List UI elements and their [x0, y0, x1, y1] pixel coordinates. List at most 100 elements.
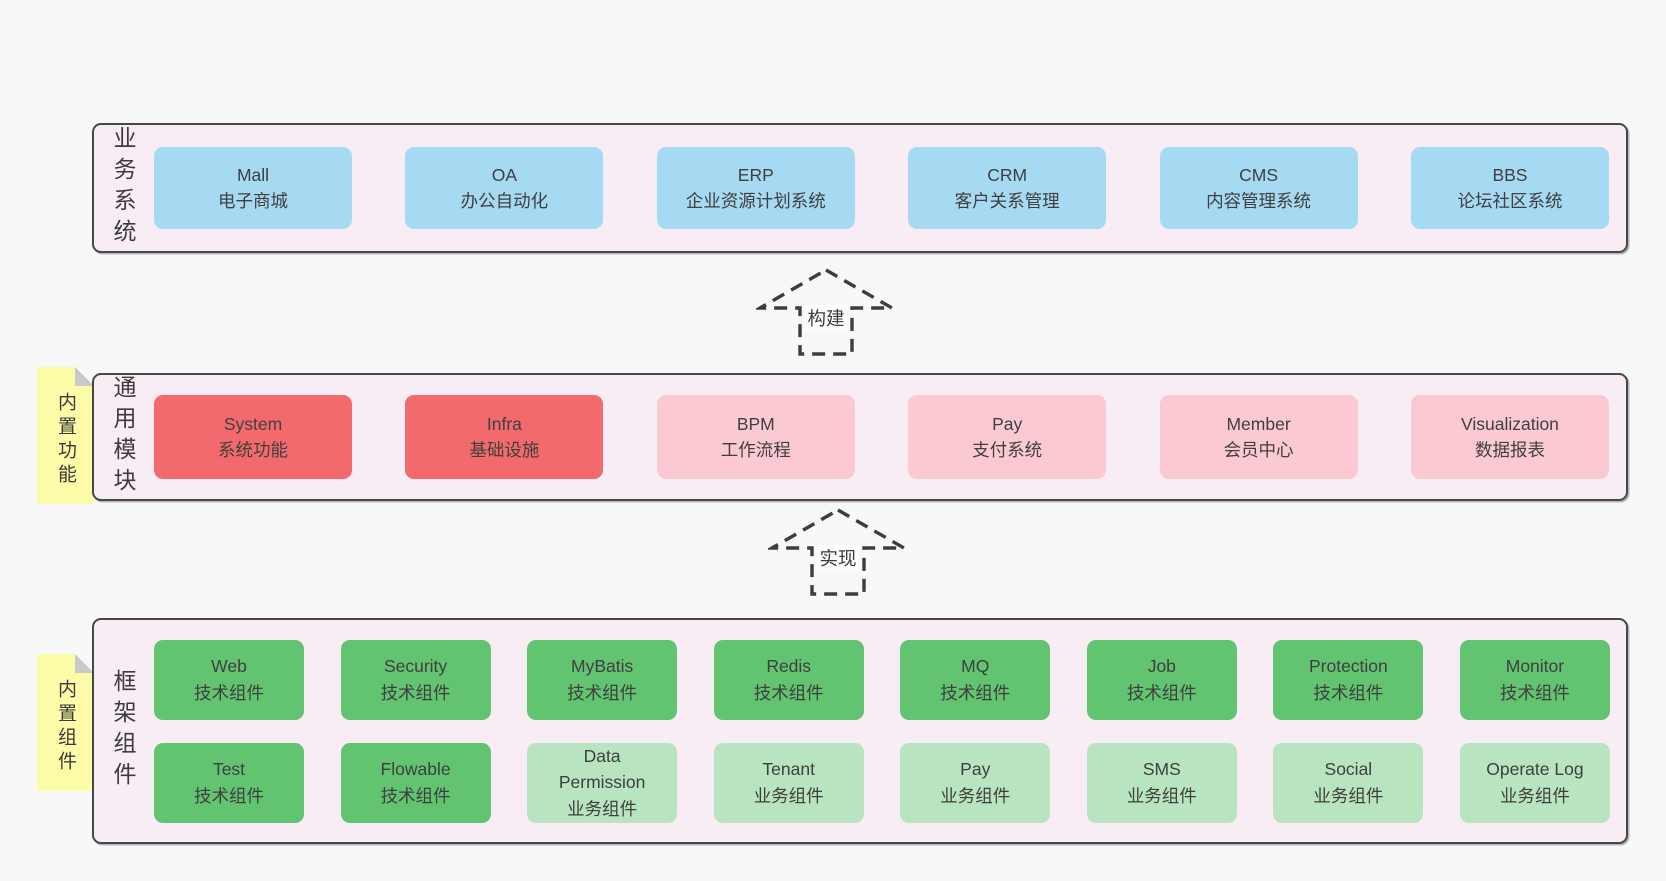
box-security: Security 技术组件	[340, 639, 491, 720]
box-infra: Infra 基础设施	[405, 395, 604, 479]
section-common-modules: 通用模块 System 系统功能 Infra 基础设施 BPM 工作流程 Pay…	[92, 373, 1628, 501]
box-mq: MQ 技术组件	[900, 639, 1051, 720]
section-framework-components: 框架组件 Web 技术组件 Security 技术组件 MyBatis 技术组件…	[92, 618, 1628, 844]
box-crm-name: CRM	[987, 164, 1028, 185]
box-oa-name: OA	[491, 164, 518, 185]
box-data-permission: Data Permission 业务组件	[527, 742, 678, 823]
box-bpm-name: BPM	[736, 413, 775, 434]
box-pay-name: Pay	[992, 413, 1023, 434]
box-protection-desc: 技术组件	[1313, 682, 1384, 703]
box-bpm-desc: 工作流程	[720, 440, 791, 460]
box-web-desc: 技术组件	[194, 682, 264, 703]
box-data-permission-desc: 业务组件	[567, 798, 638, 819]
box-social: Social 业务组件	[1273, 742, 1424, 823]
box-bpm: BPM 工作流程	[656, 395, 855, 479]
box-infra-desc: 基础设施	[469, 440, 540, 460]
box-member-name: Member	[1226, 413, 1291, 434]
business-boxes-row: Mall 电子商城 OA 办公自动化 ERP 企业资源计划系统 CRM 客户关系…	[152, 125, 1626, 251]
box-pay-biz-desc: 业务组件	[940, 785, 1011, 806]
box-bbs-name: BBS	[1492, 164, 1528, 185]
box-flowable-name: Flowable	[380, 759, 451, 780]
framework-boxes-grid: Web 技术组件 Security 技术组件 MyBatis 技术组件 Redi…	[152, 620, 1626, 842]
box-redis: Redis 技术组件	[713, 639, 864, 720]
box-security-name: Security	[383, 656, 448, 677]
box-member-desc: 会员中心	[1223, 440, 1294, 460]
box-bbs: BBS 论坛社区系统	[1410, 147, 1609, 229]
box-job-name: Job	[1147, 656, 1176, 677]
box-test-desc: 技术组件	[194, 785, 264, 806]
section-modules-label: 通用模块	[110, 375, 136, 499]
box-cms-desc: 内容管理系统	[1206, 191, 1312, 211]
sticky-builtin-components-label: 内置组件	[55, 678, 76, 775]
box-tenant-name: Tenant	[762, 759, 815, 780]
box-oa: OA 办公自动化	[405, 147, 604, 229]
box-mybatis: MyBatis 技术组件	[527, 639, 678, 720]
box-erp-name: ERP	[737, 164, 774, 185]
box-protection-name: Protection	[1308, 656, 1388, 677]
box-sms-desc: 业务组件	[1126, 785, 1197, 806]
box-operate-log-desc: 业务组件	[1499, 785, 1570, 806]
box-visualization-name: Visualization	[1460, 413, 1559, 434]
box-social-name: Social	[1324, 759, 1373, 780]
box-mq-name: MQ	[961, 656, 990, 677]
box-pay-biz-name: Pay	[960, 759, 991, 780]
box-monitor: Monitor 技术组件	[1459, 639, 1610, 720]
box-member: Member 会员中心	[1159, 395, 1358, 479]
section-business-systems: 业务系统 Mall 电子商城 OA 办公自动化 ERP 企业资源计划系统 CRM…	[92, 123, 1628, 253]
box-tenant-desc: 业务组件	[753, 785, 824, 806]
box-mall-name: Mall	[236, 164, 270, 185]
sticky-note-builtin-components: 内置组件	[37, 654, 94, 791]
box-redis-name: Redis	[766, 656, 812, 677]
box-visualization-desc: 数据报表	[1474, 440, 1545, 460]
box-operate-log-name: Operate Log	[1486, 759, 1584, 780]
box-visualization: Visualization 数据报表	[1410, 395, 1609, 479]
box-system-desc: 系统功能	[218, 440, 288, 460]
box-mybatis-desc: 技术组件	[567, 682, 638, 703]
box-monitor-name: Monitor	[1505, 656, 1565, 677]
box-erp-desc: 企业资源计划系统	[685, 191, 826, 211]
section-framework-label: 框架组件	[110, 669, 136, 793]
box-redis-desc: 技术组件	[753, 682, 824, 703]
box-web-name: Web	[211, 656, 247, 677]
box-mall: Mall 电子商城	[154, 147, 352, 229]
box-crm-desc: 客户关系管理	[954, 191, 1060, 211]
arrow-build: 构建	[756, 266, 896, 358]
arrow-build-label: 构建	[804, 305, 848, 331]
box-monitor-desc: 技术组件	[1499, 682, 1570, 703]
box-data-permission-name: Data Permission	[558, 746, 646, 793]
box-sms-name: SMS	[1142, 759, 1181, 780]
sticky-note-builtin-features: 内置功能	[37, 367, 94, 504]
box-tenant: Tenant 业务组件	[713, 742, 864, 823]
section-business-label: 业务系统	[110, 126, 136, 250]
box-crm: CRM 客户关系管理	[908, 147, 1107, 229]
box-bbs-desc: 论坛社区系统	[1457, 191, 1563, 211]
box-sms: SMS 业务组件	[1086, 742, 1237, 823]
box-operate-log: Operate Log 业务组件	[1459, 742, 1610, 823]
box-cms: CMS 内容管理系统	[1159, 147, 1358, 229]
box-security-desc: 技术组件	[380, 682, 451, 703]
box-test: Test 技术组件	[154, 742, 304, 823]
box-test-name: Test	[212, 759, 246, 780]
box-flowable: Flowable 技术组件	[340, 742, 491, 823]
box-mq-desc: 技术组件	[940, 682, 1011, 703]
box-job-desc: 技术组件	[1126, 682, 1197, 703]
box-social-desc: 业务组件	[1313, 785, 1384, 806]
box-oa-desc: 办公自动化	[460, 191, 549, 211]
modules-boxes-row: System 系统功能 Infra 基础设施 BPM 工作流程 Pay 支付系统…	[152, 375, 1626, 499]
box-flowable-desc: 技术组件	[380, 785, 451, 806]
box-infra-name: Infra	[486, 413, 522, 434]
box-cms-name: CMS	[1239, 164, 1278, 185]
box-pay-desc: 支付系统	[972, 440, 1043, 460]
box-web: Web 技术组件	[154, 639, 304, 720]
box-system-name: System	[223, 413, 283, 434]
box-protection: Protection 技术组件	[1273, 639, 1424, 720]
box-mybatis-name: MyBatis	[571, 656, 634, 677]
box-pay: Pay 支付系统	[908, 395, 1107, 479]
box-job: Job 技术组件	[1086, 639, 1237, 720]
sticky-builtin-features-label: 内置功能	[55, 391, 76, 488]
box-pay-biz: Pay 业务组件	[900, 742, 1051, 823]
arrow-implement: 实现	[768, 506, 908, 598]
box-erp: ERP 企业资源计划系统	[656, 147, 855, 229]
box-system: System 系统功能	[154, 395, 352, 479]
